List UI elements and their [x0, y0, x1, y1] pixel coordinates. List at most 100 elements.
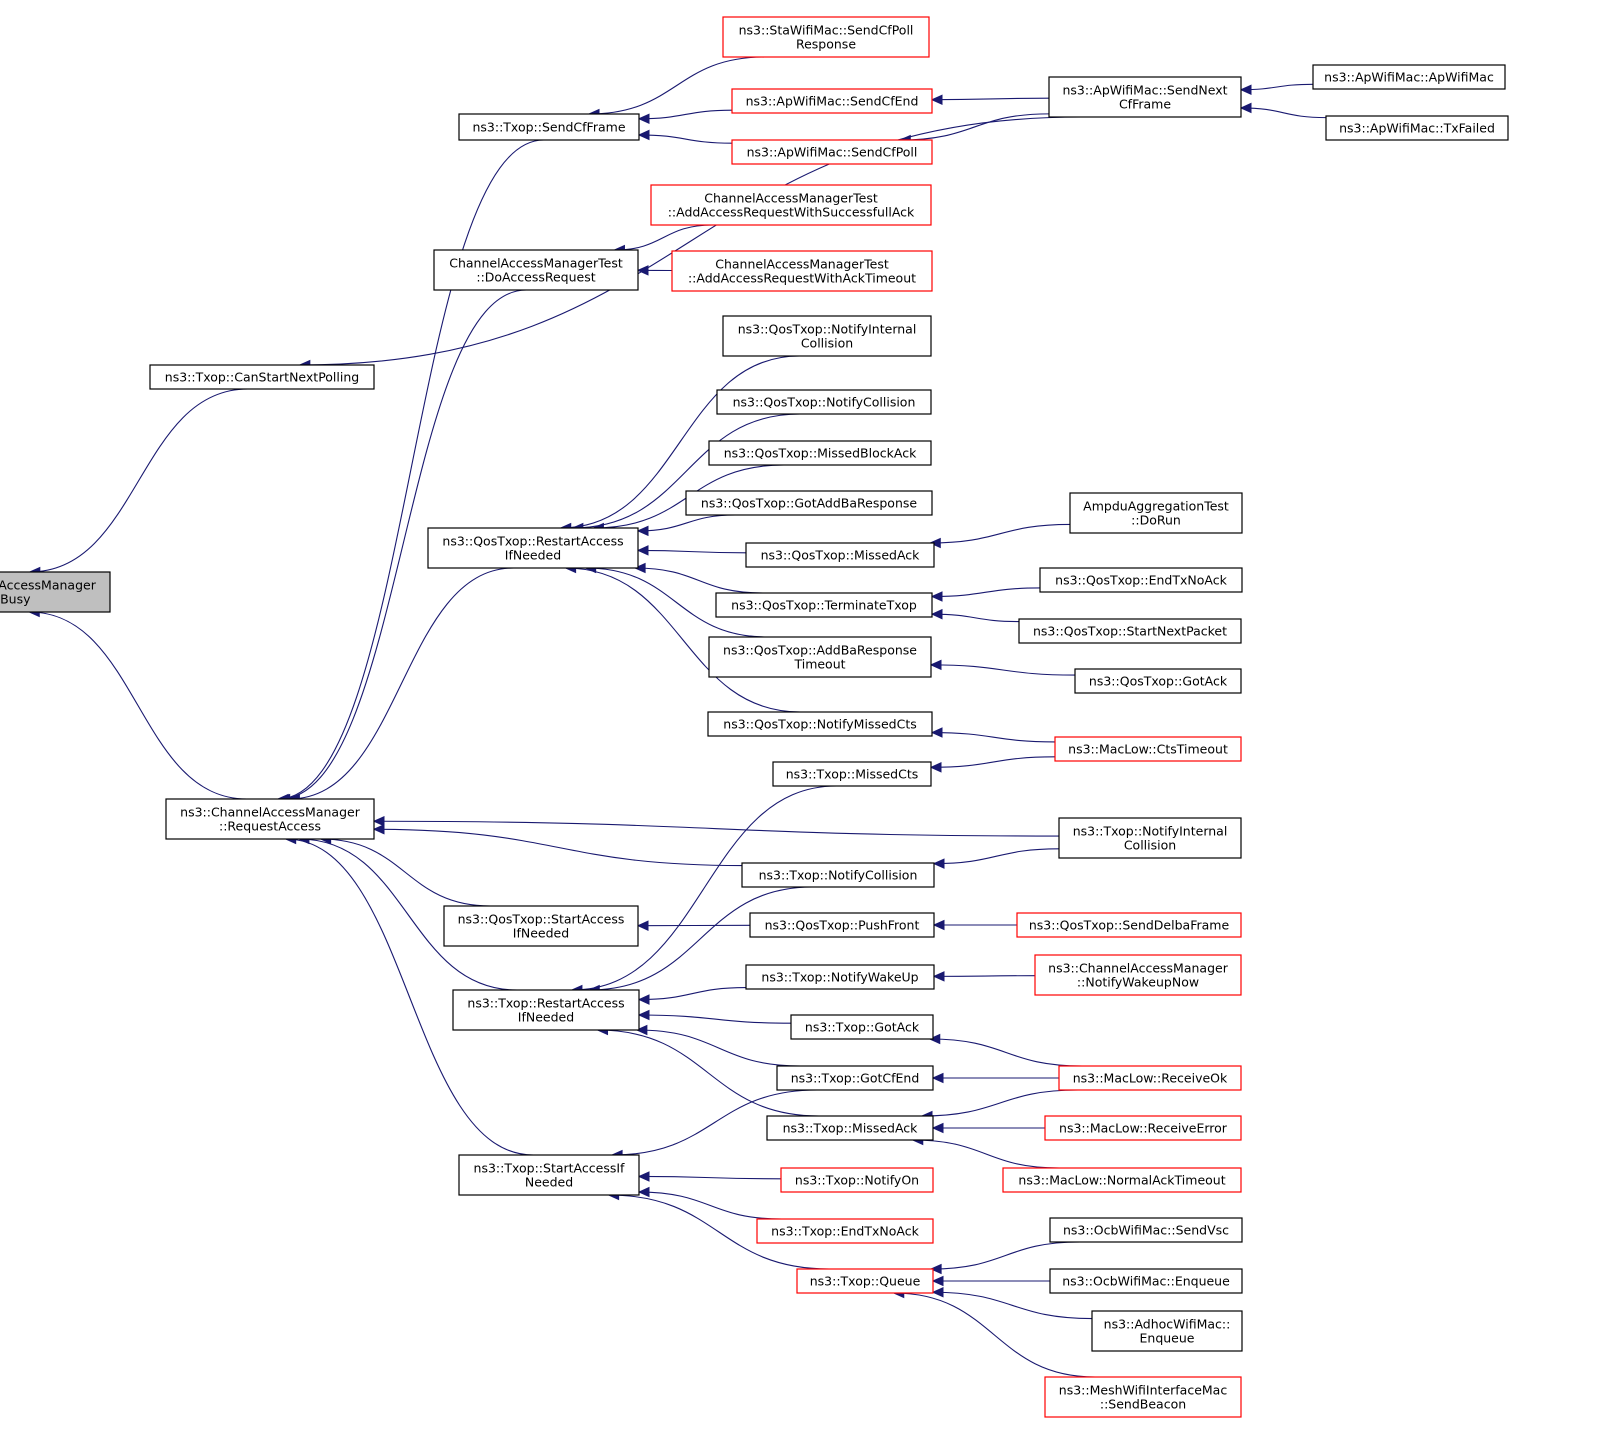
- node-txop-gotcfend[interactable]: ns3::Txop::GotCfEnd: [776, 1065, 934, 1091]
- arrowhead-icon: [931, 1122, 944, 1134]
- node-box: [650, 184, 932, 226]
- arrowhead-icon: [929, 762, 942, 773]
- node-box: [1048, 76, 1242, 118]
- edge-qos_pushfront-to-qos_senddelba: [932, 919, 1018, 931]
- edge-qos_startaccess-to-qos_pushfront: [636, 920, 751, 931]
- node-qos-missedblockack[interactable]: ns3::QosTxop::MissedBlockAck: [708, 440, 932, 466]
- node-label: ns3::QosTxop::RestartAccess: [442, 534, 623, 549]
- node-txop-notifyon[interactable]: ns3::Txop::NotifyOn: [780, 1167, 934, 1193]
- edge-line: [585, 567, 768, 638]
- node-cam-notifywakeupnow[interactable]: ns3::ChannelAccessManager::NotifyWakeupN…: [1034, 954, 1242, 996]
- node-maclow-receiveerror[interactable]: ns3::MacLow::ReceiveError: [1044, 1115, 1242, 1141]
- arrowhead-icon: [637, 1009, 650, 1021]
- node-canstartnextpolling[interactable]: ns3::Txop::CanStartNextPolling: [149, 364, 375, 390]
- node-ampdu-dorun[interactable]: AmpduAggregationTest::DoRun: [1069, 492, 1243, 534]
- node-box: [165, 798, 375, 840]
- node-box: [1069, 492, 1243, 534]
- node-qos-senddelba[interactable]: ns3::QosTxop::SendDelbaFrame: [1016, 912, 1242, 938]
- edge-layer: [28, 56, 1327, 1378]
- node-txop-endtxnoack[interactable]: ns3::Txop::EndTxNoAck: [756, 1218, 934, 1244]
- edge-line: [931, 97, 1050, 101]
- arrowhead-icon: [636, 920, 649, 931]
- node-label: ns3::MeshWifiInterfaceMac: [1059, 1383, 1228, 1398]
- node-txop-queue[interactable]: ns3::Txop::Queue: [796, 1268, 934, 1294]
- node-txop-notifycollision[interactable]: ns3::Txop::NotifyCollision: [741, 862, 935, 888]
- node-label: ::IsBusy: [0, 592, 31, 607]
- arrowhead-icon: [637, 113, 650, 125]
- node-qos-notifycollision[interactable]: ns3::QosTxop::NotifyCollision: [716, 389, 932, 415]
- node-adhoc-enqueue[interactable]: ns3::AdhocWifiMac::Enqueue: [1091, 1310, 1243, 1352]
- node-label: ns3::Txop::MissedCts: [786, 767, 919, 782]
- node-txop-missedack[interactable]: ns3::Txop::MissedAck: [766, 1115, 934, 1141]
- edge-txop_missedcts-to-maclow_ctstimeout: [929, 756, 1056, 773]
- node-maclow-receiveok[interactable]: ns3::MacLow::ReceiveOk: [1058, 1065, 1242, 1091]
- edge-txop_queue-to-mesh_sendbeacon: [892, 1287, 1096, 1378]
- node-sendcfframe[interactable]: ns3::Txop::SendCfFrame: [458, 113, 640, 141]
- node-ap-txfailed[interactable]: ns3::ApWifiMac::TxFailed: [1325, 115, 1509, 141]
- edge-isbusy-to-canstartnextpolling: [28, 388, 248, 578]
- node-test-successfullack[interactable]: ChannelAccessManagerTest::AddAccessReque…: [650, 184, 932, 226]
- node-label: Collision: [1124, 838, 1176, 853]
- node-box: [1325, 115, 1509, 141]
- node-txop-notifywakeup[interactable]: ns3::Txop::NotifyWakeUp: [745, 964, 935, 990]
- node-label: ns3::MacLow::NormalAckTimeout: [1018, 1173, 1225, 1188]
- node-qos-notifymissedcts[interactable]: ns3::QosTxop::NotifyMissedCts: [707, 711, 933, 737]
- node-box: [671, 250, 933, 292]
- edge-line: [299, 116, 1082, 366]
- node-test-acktimeout[interactable]: ChannelAccessManagerTest::AddAccessReque…: [671, 250, 933, 292]
- arrowhead-icon: [929, 659, 942, 671]
- node-box: [707, 711, 933, 737]
- edge-qos_terminatetxop-to-qos_startnextpacket: [930, 608, 1020, 623]
- node-label: ns3::MacLow::ReceiveOk: [1073, 1071, 1228, 1086]
- node-label: ::AddAccessRequestWithAckTimeout: [688, 271, 916, 286]
- edge-line: [1240, 83, 1314, 91]
- node-maclow-normalacktimeout[interactable]: ns3::MacLow::NormalAckTimeout: [1002, 1167, 1242, 1193]
- node-label: AmpduAggregationTest: [1083, 499, 1229, 514]
- edge-qos_missedack-to-ampdu_dorun: [929, 523, 1071, 549]
- edge-qos_terminatetxop-to-qos_endtxnoack: [930, 587, 1041, 602]
- node-qos-gotaddba[interactable]: ns3::QosTxop::GotAddBaResponse: [685, 490, 933, 516]
- node-qos-gotack[interactable]: ns3::QosTxop::GotAck: [1074, 668, 1242, 694]
- edge-line: [638, 109, 733, 120]
- edge-line: [572, 413, 801, 529]
- node-layer: ns3::ChannelAccessManager::IsBusyns3::Tx…: [0, 16, 1509, 1418]
- node-qos-pushfront[interactable]: ns3::QosTxop::PushFront: [749, 912, 935, 938]
- node-mesh-sendbeacon[interactable]: ns3::MeshWifiInterfaceMac::SendBeacon: [1044, 1376, 1242, 1418]
- node-doaccessrequest[interactable]: ChannelAccessManagerTest::DoAccessReques…: [433, 249, 639, 291]
- node-requestaccess[interactable]: ns3::ChannelAccessManager::RequestAccess: [165, 798, 375, 840]
- node-ap-sendcfpoll[interactable]: ns3::ApWifiMac::SendCfPoll: [731, 139, 933, 165]
- node-label: ChannelAccessManagerTest: [449, 256, 623, 271]
- node-label: ns3::Txop::SendCfFrame: [472, 120, 625, 135]
- edge-txop_restartaccess-to-txop_gotack: [637, 1009, 792, 1024]
- node-ap-sendcfend[interactable]: ns3::ApWifiMac::SendCfEnd: [731, 88, 933, 114]
- node-txop-gotack[interactable]: ns3::Txop::GotAck: [790, 1014, 934, 1040]
- node-label: ns3::Txop::NotifyCollision: [759, 868, 918, 883]
- node-box: [458, 113, 640, 141]
- node-box: [1091, 1310, 1243, 1352]
- node-maclow-ctstimeout[interactable]: ns3::MacLow::CtsTimeout: [1054, 736, 1242, 762]
- node-qos-startnextpacket[interactable]: ns3::QosTxop::StartNextPacket: [1018, 618, 1242, 644]
- node-box: [149, 364, 375, 390]
- node-qos-endtxnoack[interactable]: ns3::QosTxop::EndTxNoAck: [1039, 567, 1243, 593]
- node-ocb-sendvsc[interactable]: ns3::OcbWifiMac::SendVsc: [1049, 1217, 1243, 1243]
- node-txop-missedcts[interactable]: ns3::Txop::MissedCts: [772, 761, 932, 787]
- arrowhead-icon: [637, 129, 650, 141]
- node-ocb-enqueue[interactable]: ns3::OcbWifiMac::Enqueue: [1049, 1268, 1243, 1294]
- node-label: ns3::Txop::GotCfEnd: [791, 1071, 920, 1086]
- node-qos-missedack[interactable]: ns3::QosTxop::MissedAck: [745, 542, 935, 568]
- node-ap-apwifimac[interactable]: ns3::ApWifiMac::ApWifiMac: [1312, 64, 1506, 90]
- node-qos-terminatetxop[interactable]: ns3::QosTxop::TerminateTxop: [715, 592, 933, 618]
- node-label: ns3::QosTxop::TerminateTxop: [731, 598, 917, 613]
- node-label: CfFrame: [1119, 97, 1171, 112]
- edge-line: [912, 1139, 1060, 1169]
- node-isbusy[interactable]: ns3::ChannelAccessManager::IsBusy: [0, 571, 111, 613]
